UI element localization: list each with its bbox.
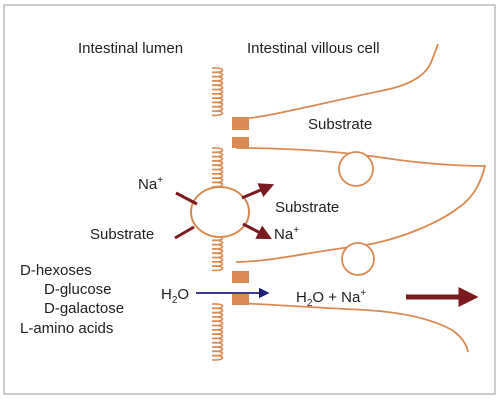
water-sodium-cell-label: H2O + Na+ <box>296 288 366 309</box>
vesicle-upper <box>338 151 374 187</box>
sodium-substrate-cotransporter <box>190 186 250 238</box>
brush-border-microvilli <box>211 67 224 361</box>
substrate-efflux-arrow <box>241 183 275 200</box>
microvilli-segment-4 <box>211 303 224 361</box>
na-influx-label: Na+ <box>138 175 163 193</box>
cell-heading: Intestinal villous cell <box>247 40 380 57</box>
na-influx-line <box>175 191 198 206</box>
substrate-influx-line <box>174 225 195 240</box>
cell-membrane-middle <box>235 147 487 263</box>
water-lumen-label: H2O <box>161 286 189 306</box>
cell-membrane-lower <box>235 302 469 353</box>
vesicle-lower <box>341 242 375 276</box>
substrate-list-amino-acids: L-amino acids <box>20 320 113 337</box>
na-efflux-arrow <box>242 222 272 240</box>
tight-junction-second <box>232 137 249 148</box>
cell-membrane-upper <box>235 43 439 120</box>
substrate-top-label: Substrate <box>308 116 372 133</box>
substrate-list-title: D-hexoses <box>20 262 92 279</box>
microvilli-segment-3 <box>211 235 224 272</box>
substrate-list-galactose: D-galactose <box>44 300 124 317</box>
figure-border <box>3 4 496 395</box>
substrate-efflux-label: Substrate <box>275 199 339 216</box>
tight-junction-top <box>232 117 249 130</box>
microvilli-segment-2 <box>211 147 224 188</box>
microvilli-segment-1 <box>211 67 224 117</box>
tight-junction-bottom <box>232 294 249 305</box>
tight-junction-third <box>232 271 249 283</box>
substrate-influx-label: Substrate <box>90 226 154 243</box>
lumen-heading: Intestinal lumen <box>78 40 183 57</box>
substrate-list-glucose: D-glucose <box>44 281 112 298</box>
na-efflux-label: Na+ <box>274 225 299 243</box>
